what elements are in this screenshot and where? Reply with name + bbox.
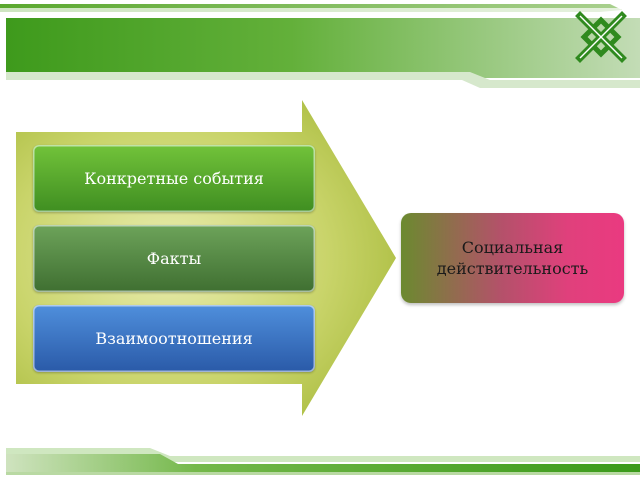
interlaced-cross-logo-icon [575, 11, 627, 63]
relationships-box: Взаимоотношения [33, 305, 315, 372]
social-reality-line2: действительность [436, 259, 589, 278]
footer-band [6, 448, 640, 475]
concrete-events-label: Конкретные события [84, 169, 264, 188]
relationships-label: Взаимоотношения [95, 329, 253, 348]
header-band [0, 4, 640, 88]
social-reality-line1: Социальная [461, 238, 564, 257]
facts-label: Факты [146, 249, 202, 268]
facts-box: Факты [33, 225, 315, 292]
social-reality-label: Социальная действительность [437, 237, 588, 279]
concrete-events-box: Конкретные события [33, 145, 315, 212]
social-reality-box: Социальная действительность [401, 213, 624, 303]
